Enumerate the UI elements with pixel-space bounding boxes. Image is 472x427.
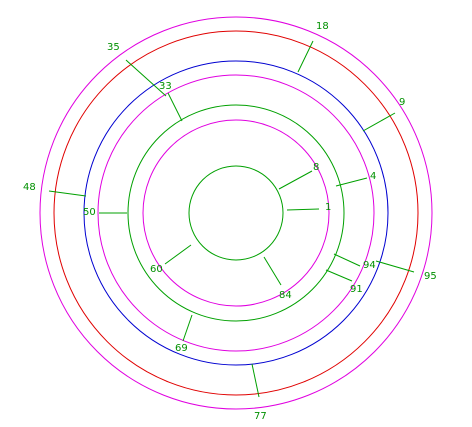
spoke-label-91: 91	[350, 284, 363, 295]
spoke-line-48	[48, 190, 87, 197]
spoke-line-60	[164, 244, 192, 265]
ring-5	[83, 60, 389, 366]
spoke-line-69	[182, 314, 193, 342]
spoke-label-18: 18	[316, 21, 329, 32]
ring-6	[53, 30, 419, 396]
spoke-label-35: 35	[107, 42, 120, 53]
spoke-label-69: 69	[175, 343, 188, 354]
spoke-label-50: 50	[83, 207, 96, 218]
ring-1	[188, 165, 284, 261]
spoke-label-60: 60	[150, 264, 163, 275]
ring-7	[39, 16, 433, 410]
ring-2	[142, 119, 330, 307]
spoke-line-18	[297, 40, 314, 73]
ring-3	[127, 104, 345, 322]
spoke-line-35	[125, 59, 167, 97]
spoke-line-91	[325, 269, 353, 282]
spoke-label-95: 95	[424, 271, 437, 282]
spoke-label-84: 84	[279, 290, 292, 301]
spoke-line-94	[333, 253, 361, 267]
ring-4	[97, 74, 375, 352]
spoke-line-9	[362, 112, 396, 132]
spoke-label-8: 8	[313, 162, 319, 173]
spoke-line-77	[251, 363, 260, 398]
spoke-line-4	[335, 177, 368, 187]
spoke-label-9: 9	[399, 97, 405, 108]
spoke-line-84	[263, 256, 282, 286]
spoke-label-1: 1	[325, 202, 331, 213]
spoke-label-77: 77	[254, 411, 267, 422]
spoke-line-1	[286, 208, 320, 211]
spoke-label-4: 4	[370, 171, 376, 182]
spoke-line-33	[167, 92, 183, 122]
spoke-label-94: 94	[363, 260, 376, 271]
spoke-line-95	[375, 260, 415, 273]
spoke-label-33: 33	[159, 81, 172, 92]
spoke-label-48: 48	[23, 182, 36, 193]
spoke-line-8	[278, 170, 313, 190]
